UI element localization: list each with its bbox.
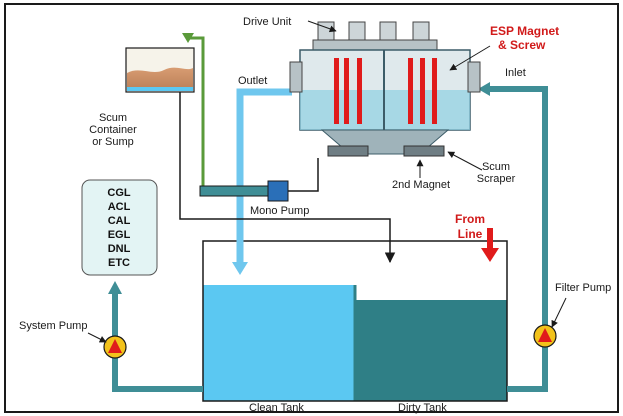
- from-line-label-line1: From: [455, 212, 485, 226]
- filter-pump-pipe: [488, 86, 548, 392]
- scum-container-label-line1: Scum: [99, 112, 127, 124]
- scum-container: [125, 47, 195, 93]
- scum-drain-line: [179, 60, 396, 264]
- mono-pump-label: Mono Pump: [250, 205, 309, 217]
- scum-container-label-line2: Container: [89, 124, 137, 136]
- dirty-tank-label: Dirty Tank: [398, 402, 447, 414]
- clean-tank-water: [203, 285, 355, 401]
- dirty-tank-water: [355, 300, 507, 401]
- plant-line: CGL: [107, 187, 131, 199]
- main-tank: [202, 240, 508, 402]
- plant-line: ETC: [108, 257, 130, 269]
- leader-lines: [87, 20, 567, 343]
- outlet-label: Outlet: [238, 75, 267, 87]
- from-line-arrow: [481, 228, 499, 262]
- scum-transfer-arrow: [182, 33, 194, 43]
- filter-pump: [533, 324, 557, 348]
- scum-transfer-pipe: [188, 36, 205, 186]
- drive-unit-label: Drive Unit: [243, 16, 291, 28]
- esp-magnet-label-line1: ESP Magnet: [490, 24, 559, 38]
- second-magnet-label: 2nd Magnet: [392, 179, 450, 191]
- clean-tank-label: Clean Tank: [249, 402, 304, 414]
- system-pump-flow-arrow: [108, 281, 122, 294]
- filter-pump-label: Filter Pump: [555, 282, 611, 294]
- esp-magnet-label-line2: & Screw: [498, 38, 546, 52]
- tank-outline: [202, 240, 508, 402]
- system-pump-label: System Pump: [19, 320, 87, 332]
- system-pump: [103, 335, 127, 359]
- scum-container-label-line3: or Sump: [92, 136, 134, 148]
- outlet-flow-arrow: [232, 262, 248, 275]
- plant-line: CAL: [108, 215, 131, 227]
- plant-lines-box: [81, 179, 158, 276]
- mono-pump: [199, 158, 319, 202]
- plant-line: EGL: [108, 229, 131, 241]
- plant-line: ACL: [108, 201, 131, 213]
- magnetic-separator: [289, 21, 481, 157]
- plant-line: DNL: [108, 243, 131, 255]
- scum-scraper-label-line2: Scraper: [477, 173, 516, 185]
- scum-scraper-label-line1: Scum: [482, 161, 510, 173]
- inlet-label: Inlet: [505, 67, 526, 79]
- inlet-flow-arrow: [478, 82, 490, 96]
- outlet-pipe: [236, 88, 292, 262]
- from-line-label-line2: Line: [458, 227, 483, 241]
